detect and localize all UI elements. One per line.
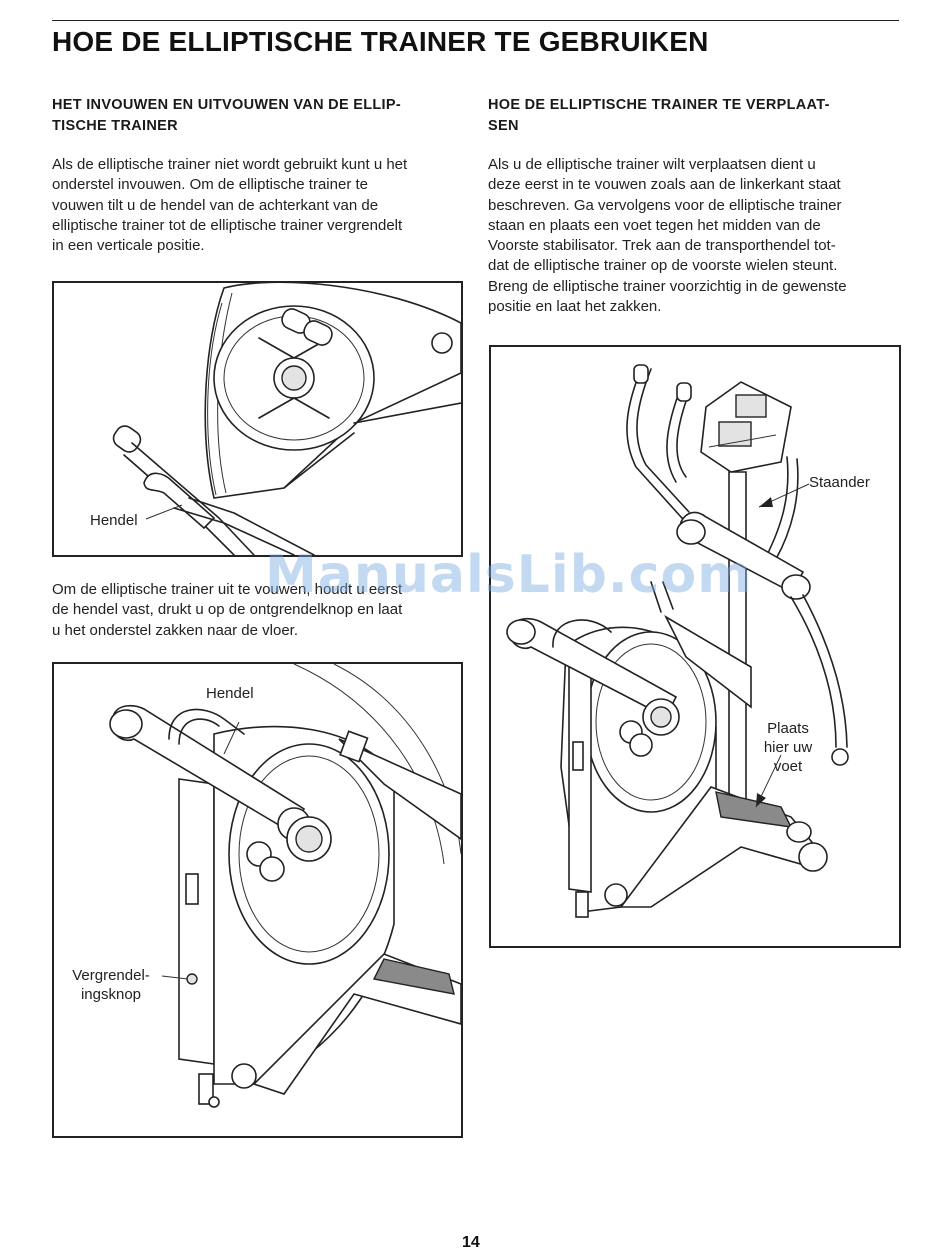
text-line: elliptische trainer tot de elliptische t… [52, 216, 403, 234]
label-hendel: Hendel [90, 512, 138, 529]
text-line: in een verticale positie. [52, 237, 205, 255]
heading-line: HOE DE ELLIPTISCHE TRAINER TE VERPLAAT- [488, 97, 830, 113]
text-line: u het onderstel zakken naar de vloer. [52, 621, 298, 639]
text-line: positie en laat het zakken. [488, 298, 662, 316]
page-title: HOE DE ELLIPTISCHE TRAINER TE GEBRUIKEN [52, 26, 709, 57]
text-line: vouwen tilt u de hendel van de achterkan… [52, 196, 379, 214]
figure-release-knob: Hendel Vergrendel- ingsknop [52, 662, 463, 1138]
text-line: de hendel vast, drukt u op de ontgrendel… [52, 601, 403, 619]
heading-line: HET INVOUWEN EN UITVOUWEN VAN DE ELLIP- [52, 97, 401, 113]
text-line: beschreven. Ga vervolgens voor de ellipt… [488, 196, 842, 214]
label-staander: Staander [809, 474, 870, 491]
figure-move-trainer: Staander Plaats hier uw voet [489, 345, 901, 948]
section-heading-folding: HET INVOUWEN EN UITVOUWEN VAN DE ELLIP- … [52, 95, 401, 137]
label-line: Plaats [767, 720, 809, 737]
text-line: staan en plaats een voet tegen het midde… [488, 216, 821, 234]
heading-line: TISCHE TRAINER [52, 118, 178, 134]
figure-fold-handle: Hendel [52, 281, 463, 557]
text-line: onderstel invouwen. Om de elliptische tr… [52, 176, 368, 194]
text-line: Voorste stabilisator. Trek aan de transp… [488, 237, 836, 255]
paragraph-moving: Als u de elliptische trainer wilt verpla… [488, 155, 847, 317]
paragraph-unfolding: Om de elliptische trainer uit te vouwen,… [52, 580, 402, 641]
label-plaats-hier-uw-voet: Plaats hier uw voet [753, 719, 823, 776]
label-line: voet [773, 758, 803, 775]
text-line: Om de elliptische trainer uit te vouwen,… [52, 581, 403, 598]
text-line: Als de elliptische trainer niet wordt ge… [52, 156, 408, 173]
text-line: dat de elliptische trainer op de voorste… [488, 257, 838, 275]
label-hendel: Hendel [206, 685, 254, 702]
illustration-moving-trainer [506, 364, 849, 918]
page-number: 14 [462, 1234, 480, 1251]
label-line: Vergrendel- [72, 967, 150, 984]
heading-line: SEN [488, 118, 519, 134]
label-line: hier uw [763, 739, 813, 756]
illustration-folded-trainer [112, 283, 461, 555]
label-line: ingsknop [80, 986, 142, 1003]
text-line: deze eerst in te vouwen zoals aan de lin… [488, 176, 841, 194]
illustration-release-knob [109, 664, 461, 1108]
text-line: Breng de elliptische trainer voorzichtig… [488, 277, 847, 295]
paragraph-folding: Als de elliptische trainer niet wordt ge… [52, 155, 407, 256]
section-heading-moving: HOE DE ELLIPTISCHE TRAINER TE VERPLAAT- … [488, 95, 830, 137]
top-rule [52, 20, 899, 21]
text-line: Als u de elliptische trainer wilt verpla… [488, 156, 816, 173]
label-vergrendelingsknop: Vergrendel- ingsknop [66, 966, 156, 1004]
